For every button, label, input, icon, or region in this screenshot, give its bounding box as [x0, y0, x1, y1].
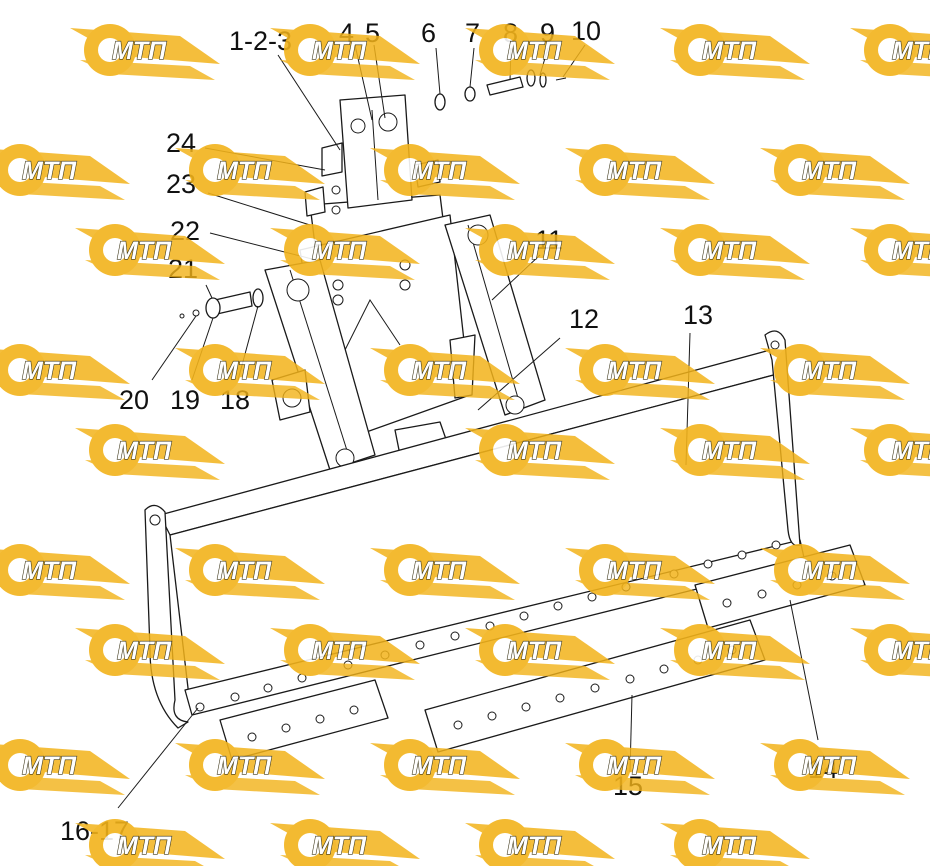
watermark-logo: МТП	[175, 544, 325, 600]
svg-text:МТП: МТП	[117, 637, 172, 665]
watermark-logo: МТП	[850, 424, 930, 480]
svg-text:МТП: МТП	[507, 37, 562, 65]
svg-text:МТП: МТП	[802, 557, 857, 585]
svg-text:МТП: МТП	[607, 557, 662, 585]
svg-text:МТП: МТП	[412, 557, 467, 585]
svg-text:МТП: МТП	[217, 752, 272, 780]
svg-text:МТП: МТП	[117, 437, 172, 465]
svg-text:МТП: МТП	[892, 37, 930, 65]
watermark-logo: МТП	[75, 819, 225, 866]
svg-text:МТП: МТП	[702, 832, 757, 860]
svg-text:МТП: МТП	[312, 37, 367, 65]
watermark-logo: МТП	[370, 544, 520, 600]
watermark-logo: МТП	[75, 224, 225, 280]
watermark-logo: МТП	[370, 344, 520, 400]
watermark-logo: МТП	[465, 24, 615, 80]
svg-text:МТП: МТП	[607, 157, 662, 185]
watermark-logo: МТП	[660, 624, 810, 680]
watermark-logo: МТП	[760, 739, 910, 795]
svg-text:МТП: МТП	[802, 752, 857, 780]
svg-text:МТП: МТП	[312, 237, 367, 265]
svg-text:МТП: МТП	[22, 357, 77, 385]
svg-text:МТП: МТП	[802, 157, 857, 185]
watermark-logo: МТП	[760, 544, 910, 600]
watermark-logo: МТП	[660, 819, 810, 866]
watermark-layer: МТП МТП МТП МТП МТП МТП МТП МТП МТП МТП …	[0, 24, 930, 866]
watermark-logo: МТП	[465, 224, 615, 280]
svg-text:МТП: МТП	[412, 357, 467, 385]
watermark-logo: МТП	[850, 24, 930, 80]
watermark-logo: МТП	[465, 819, 615, 866]
svg-text:МТП: МТП	[607, 357, 662, 385]
svg-text:МТП: МТП	[702, 37, 757, 65]
watermark-logo: МТП	[0, 544, 130, 600]
svg-text:МТП: МТП	[892, 237, 930, 265]
callout-19: 19	[170, 385, 200, 415]
watermark-logo: МТП	[75, 624, 225, 680]
watermark-logo: МТП	[370, 739, 520, 795]
watermark-logo: МТП	[0, 739, 130, 795]
watermark-logo: МТП	[270, 819, 420, 866]
watermark-logo: МТП	[565, 144, 715, 200]
svg-text:МТП: МТП	[217, 357, 272, 385]
svg-text:МТП: МТП	[412, 752, 467, 780]
svg-text:МТП: МТП	[702, 437, 757, 465]
watermark-logo: МТП	[370, 144, 520, 200]
svg-text:МТП: МТП	[892, 437, 930, 465]
svg-text:МТП: МТП	[412, 157, 467, 185]
svg-text:МТП: МТП	[22, 752, 77, 780]
svg-text:МТП: МТП	[112, 37, 167, 65]
svg-text:МТП: МТП	[702, 237, 757, 265]
watermark-logo: МТП	[270, 624, 420, 680]
watermark-logo: МТП	[75, 424, 225, 480]
callout-20: 20	[119, 385, 149, 415]
svg-text:МТП: МТП	[117, 237, 172, 265]
watermark-logo: МТП	[660, 424, 810, 480]
watermark-logo: МТП	[465, 624, 615, 680]
svg-text:МТП: МТП	[507, 437, 562, 465]
watermark-logo: МТП	[850, 224, 930, 280]
svg-text:МТП: МТП	[217, 557, 272, 585]
watermark-logo: МТП	[0, 344, 130, 400]
watermark-logo: МТП	[850, 624, 930, 680]
watermark-logo: МТП	[270, 224, 420, 280]
watermark-logo: МТП	[175, 739, 325, 795]
watermark-logo: МТП	[175, 344, 325, 400]
watermark-logo: МТП	[565, 739, 715, 795]
watermark-logo: МТП	[0, 144, 130, 200]
watermark-logo: МТП	[270, 24, 420, 80]
watermark-logo: МТП	[565, 344, 715, 400]
svg-text:МТП: МТП	[507, 832, 562, 860]
svg-text:МТП: МТП	[312, 832, 367, 860]
svg-text:МТП: МТП	[22, 557, 77, 585]
svg-text:МТП: МТП	[507, 637, 562, 665]
watermark-logo: МТП	[760, 344, 910, 400]
svg-text:МТП: МТП	[507, 237, 562, 265]
watermark-logo: МТП	[660, 24, 810, 80]
svg-text:МТП: МТП	[22, 157, 77, 185]
callout-6: 6	[421, 18, 436, 48]
watermark-logo: МТП	[465, 424, 615, 480]
watermark-logo: МТП	[70, 24, 220, 80]
svg-text:МТП: МТП	[892, 637, 930, 665]
callout-12: 12	[569, 304, 599, 334]
svg-text:МТП: МТП	[607, 752, 662, 780]
svg-text:МТП: МТП	[702, 637, 757, 665]
watermark-logo: МТП	[760, 144, 910, 200]
svg-text:МТП: МТП	[217, 157, 272, 185]
svg-text:МТП: МТП	[312, 637, 367, 665]
callout-13: 13	[683, 300, 713, 330]
callout-7: 7	[465, 18, 480, 48]
watermark-logo: МТП	[660, 224, 810, 280]
svg-text:МТП: МТП	[802, 357, 857, 385]
watermark-logo: МТП	[175, 144, 325, 200]
watermark-logo: МТП	[565, 544, 715, 600]
svg-text:МТП: МТП	[117, 832, 172, 860]
